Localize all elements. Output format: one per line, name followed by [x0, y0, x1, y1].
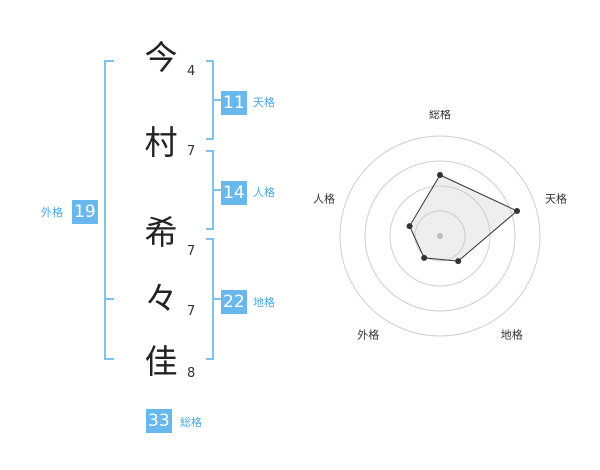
radar-axis-label-2: 天格 — [545, 191, 567, 205]
radar-center-dot — [437, 233, 443, 239]
tenkaku-label: 天格 — [253, 96, 275, 109]
stroke-count-1: 4 — [187, 64, 196, 79]
tenkaku-badge: 11 — [221, 91, 247, 115]
radar-point-3 — [455, 258, 462, 265]
name-char-5: 佳 — [144, 342, 178, 381]
gaikaku-badge: 19 — [72, 200, 98, 224]
soukaku-label: 総格 — [180, 416, 202, 429]
jinkaku-bracket — [206, 150, 214, 230]
chikaku-tick — [214, 298, 226, 300]
radar-point-5 — [406, 223, 413, 230]
name-char-1: 今 — [144, 38, 178, 77]
stroke-count-4: 7 — [187, 304, 196, 319]
stroke-count-3: 7 — [187, 244, 196, 259]
stroke-count-2: 7 — [187, 144, 196, 159]
radar-point-2 — [514, 207, 521, 214]
stroke-count-5: 8 — [187, 366, 196, 381]
radar-axis-label-1: 総格 — [429, 110, 451, 121]
jinkaku-tick — [214, 189, 226, 191]
radar-ring-3 — [364, 160, 516, 312]
gaikaku-bracket — [104, 60, 114, 360]
radar-ring-1 — [414, 210, 466, 262]
radar-point-4 — [421, 254, 428, 261]
gaikaku-label: 外格 — [41, 206, 63, 219]
jinkaku-badge: 14 — [221, 181, 247, 205]
radar-axis-label-4: 外格 — [357, 328, 379, 342]
radar-area — [409, 174, 518, 262]
soukaku-badge: 33 — [146, 409, 172, 433]
radar-point-1 — [437, 172, 443, 178]
name-char-2: 村 — [144, 123, 178, 162]
chikaku-bracket — [206, 238, 214, 360]
name-char-4: 々 — [144, 279, 178, 318]
chikaku-badge: 22 — [221, 290, 247, 314]
radar-axis-label-3: 地格 — [501, 328, 523, 342]
radar-ring-4 — [339, 135, 541, 337]
tenkaku-bracket — [206, 60, 214, 140]
jinkaku-label: 人格 — [253, 186, 275, 199]
radar-ring-2 — [389, 185, 491, 287]
name-char-3: 希 — [144, 213, 178, 252]
radar-axis-label-5: 人格 — [313, 191, 335, 205]
gaikaku-bracket-divider — [104, 298, 114, 300]
chikaku-label: 地格 — [253, 296, 275, 309]
tenkaku-tick — [214, 99, 226, 101]
